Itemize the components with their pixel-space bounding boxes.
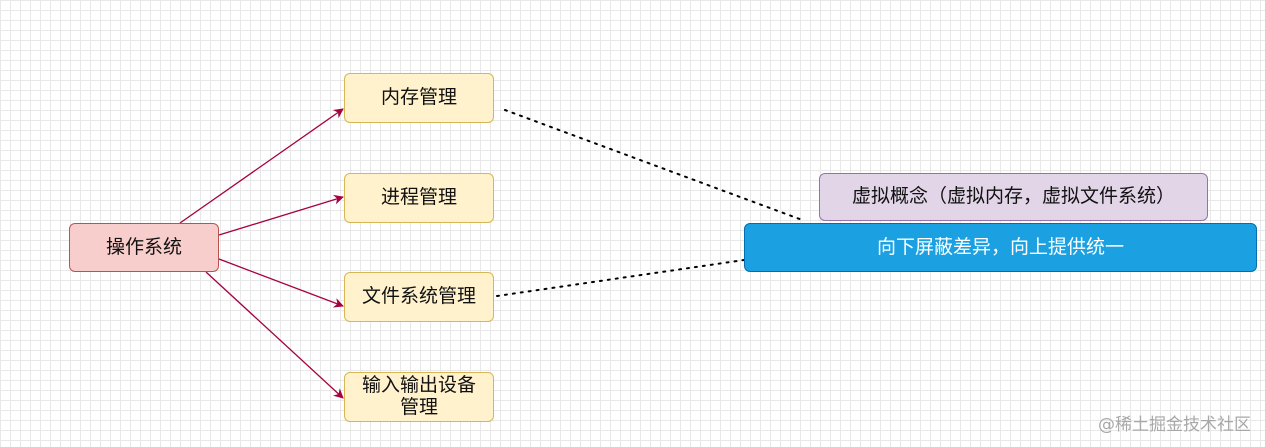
node-filesystem-management: 文件系统管理	[344, 272, 494, 322]
watermark: @稀土掘金技术社区	[1098, 415, 1251, 435]
node-io-device-management: 输入输出设备 管理	[344, 372, 494, 422]
node-io-label-line1: 输入输出设备	[361, 374, 476, 397]
dotted-link-filesystem-to-shield	[496, 259, 745, 297]
node-abstraction-layer: 向下屏蔽差异，向上提供统一	[744, 223, 1257, 272]
node-virtual-concept: 虚拟概念（虚拟内存，虚拟文件系统）	[819, 173, 1208, 221]
node-io-label-line2: 管理	[399, 396, 438, 418]
arrow-os-to-filesystem	[218, 258, 344, 308]
arrow-os-to-memory	[179, 108, 344, 224]
node-memory-management: 内存管理	[344, 73, 494, 123]
dotted-link-memory-to-shield	[504, 109, 806, 222]
node-process-management: 进程管理	[344, 173, 494, 223]
node-operating-system: 操作系统	[69, 223, 219, 272]
arrow-os-to-process	[218, 194, 344, 236]
arrow-os-to-io	[205, 271, 344, 399]
